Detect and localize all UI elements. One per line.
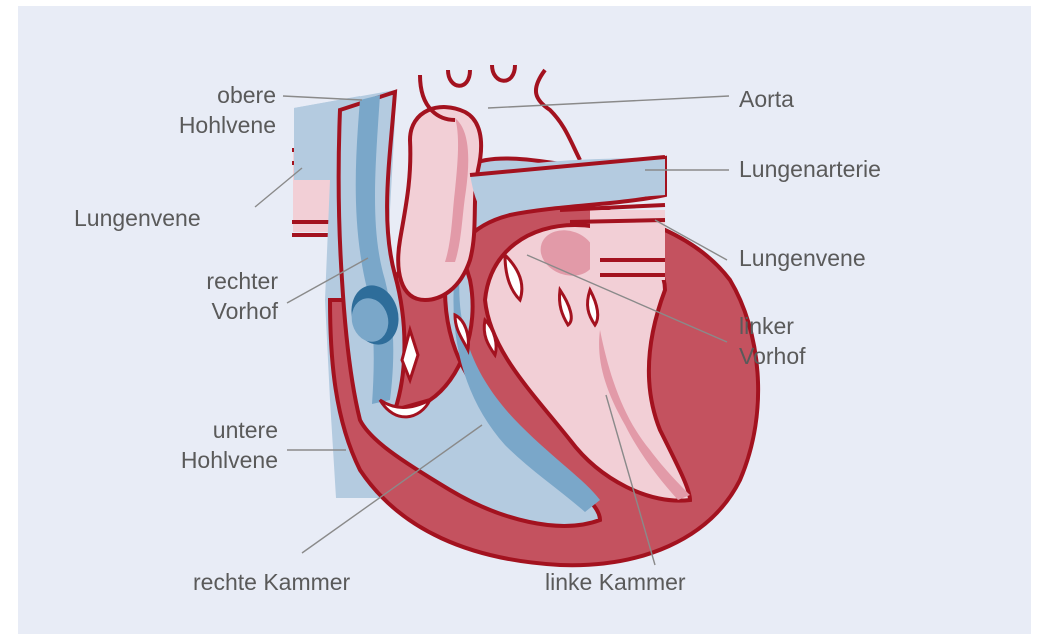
label-lungenarterie: Lungenarterie <box>739 154 881 184</box>
label-linker-vorhof: linker Vorhof <box>739 311 806 371</box>
label-rechter-vorhof: rechter Vorhof <box>150 266 278 326</box>
label-obere-hohlvene-line1: obere <box>150 80 276 110</box>
label-rechter-vorhof-line1: rechter <box>150 266 278 296</box>
label-untere-hohlvene-line1: untere <box>150 415 278 445</box>
label-rechte-kammer: rechte Kammer <box>193 567 350 597</box>
label-linker-vorhof-line1: linker <box>739 311 806 341</box>
label-obere-hohlvene: obere Hohlvene <box>150 80 276 140</box>
label-lungenvene-left: Lungenvene <box>74 203 201 233</box>
label-obere-hohlvene-line2: Hohlvene <box>150 110 276 140</box>
label-aorta: Aorta <box>739 84 794 114</box>
label-lungenvene-right: Lungenvene <box>739 243 866 273</box>
label-linker-vorhof-line2: Vorhof <box>739 341 806 371</box>
label-rechter-vorhof-line2: Vorhof <box>150 296 278 326</box>
label-linke-kammer: linke Kammer <box>545 567 686 597</box>
label-untere-hohlvene: untere Hohlvene <box>150 415 278 475</box>
label-untere-hohlvene-line2: Hohlvene <box>150 445 278 475</box>
